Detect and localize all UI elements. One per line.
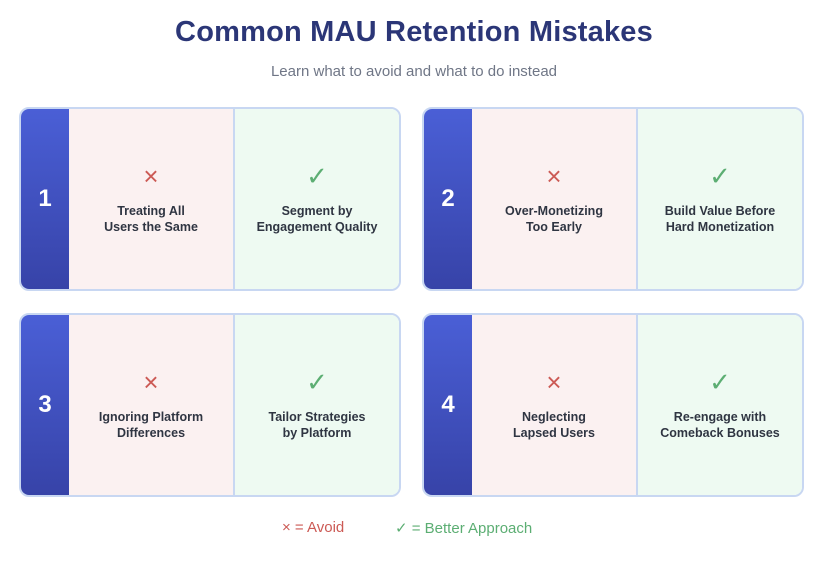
legend-avoid: × = Avoid bbox=[282, 519, 345, 536]
legend: × = Avoid ✓ = Better Approach bbox=[0, 519, 828, 541]
check-icon: ✓ bbox=[306, 367, 328, 397]
mistake-card-4: 4 × Neglecting Lapsed Users ✓ Re-engage … bbox=[422, 313, 804, 497]
check-icon: ✓ bbox=[306, 161, 328, 191]
avoid-panel: × Neglecting Lapsed Users bbox=[472, 315, 638, 495]
cross-icon: × bbox=[143, 367, 159, 397]
mistake-text: Over-Monetizing Too Early bbox=[505, 204, 603, 234]
cross-icon: × bbox=[546, 161, 562, 191]
fix-text: Tailor Strategies by Platform bbox=[268, 410, 366, 440]
legend-better: ✓ = Better Approach bbox=[395, 520, 533, 537]
mistake-card-3: 3 × Ignoring Platform Differences ✓ Tail… bbox=[19, 313, 401, 497]
better-panel: ✓ Build Value Before Hard Monetization bbox=[638, 109, 802, 289]
card-number: 1 bbox=[21, 109, 69, 289]
mistake-text: Treating All Users the Same bbox=[104, 204, 198, 234]
page-subtitle: Learn what to avoid and what to do inste… bbox=[270, 63, 558, 80]
mistake-card-2: 2 × Over-Monetizing Too Early ✓ Build Va… bbox=[422, 107, 804, 291]
check-icon: ✓ bbox=[709, 367, 731, 397]
fix-text: Segment by Engagement Quality bbox=[256, 204, 378, 234]
mistake-card-1: 1 × Treating All Users the Same ✓ Segmen… bbox=[19, 107, 401, 291]
cross-icon: × bbox=[546, 367, 562, 397]
card-number: 3 bbox=[21, 315, 69, 495]
avoid-panel: × Over-Monetizing Too Early bbox=[472, 109, 638, 289]
avoid-panel: × Treating All Users the Same bbox=[69, 109, 235, 289]
better-panel: ✓ Re-engage with Comeback Bonuses bbox=[638, 315, 802, 495]
card-number: 4 bbox=[424, 315, 472, 495]
fix-text: Re-engage with Comeback Bonuses bbox=[660, 410, 780, 440]
page-title: Common MAU Retention Mistakes bbox=[175, 16, 653, 48]
better-panel: ✓ Tailor Strategies by Platform bbox=[235, 315, 399, 495]
check-icon: ✓ bbox=[709, 161, 731, 191]
avoid-panel: × Ignoring Platform Differences bbox=[69, 315, 235, 495]
better-panel: ✓ Segment by Engagement Quality bbox=[235, 109, 399, 289]
cross-icon: × bbox=[143, 161, 159, 191]
fix-text: Build Value Before Hard Monetization bbox=[664, 204, 776, 234]
mistake-text: Ignoring Platform Differences bbox=[98, 410, 204, 440]
card-number: 2 bbox=[424, 109, 472, 289]
mistake-text: Neglecting Lapsed Users bbox=[513, 410, 595, 440]
